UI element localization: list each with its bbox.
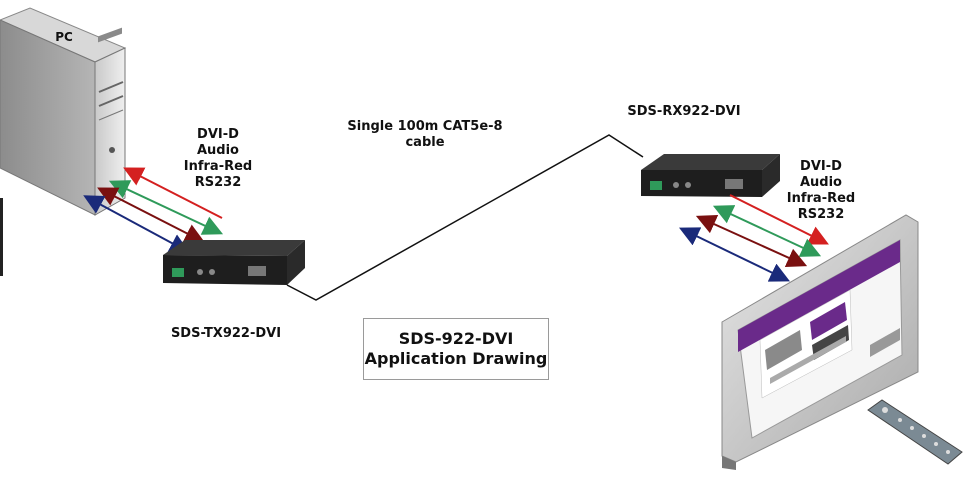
cable-label: Single 100m CAT5e-8 cable <box>340 119 510 151</box>
drawing-title-line2: Application Drawing <box>364 349 548 368</box>
pc-tower-icon <box>0 7 127 216</box>
cable-label-line1: Single 100m CAT5e-8 <box>347 119 503 134</box>
rx-signals-label: DVI-D Audio Infra-Red RS232 <box>779 159 863 223</box>
cat5e-cable <box>286 134 644 301</box>
drawing-title-line1: SDS-922-DVI <box>398 329 514 348</box>
rx-signal-ir: Infra-Red <box>786 191 856 206</box>
rx-signal-dvi: DVI-D <box>800 159 842 174</box>
rx-signal-rs232: RS232 <box>797 207 845 222</box>
tx-signal-rs232: RS232 <box>194 175 242 190</box>
tx-signals-label: DVI-D Audio Infra-Red RS232 <box>176 127 260 191</box>
tx-signal-ir: Infra-Red <box>183 159 253 174</box>
edge-marker <box>0 198 3 276</box>
rx-signal-audio: Audio <box>799 175 842 190</box>
rx-model-label: SDS-RX922-DVI <box>627 104 741 119</box>
drawing-title-box: SDS-922-DVI Application Drawing <box>363 318 549 380</box>
pc-label: PC <box>55 30 73 44</box>
tx-signal-audio: Audio <box>196 143 239 158</box>
cable-label-line2: cable <box>405 135 445 150</box>
rx-signal-arrows <box>678 194 829 282</box>
tx-device-icon <box>163 240 305 285</box>
tx-model-label: SDS-TX922-DVI <box>170 326 282 341</box>
tx-signal-dvi: DVI-D <box>197 127 239 142</box>
rx-device-icon <box>641 154 780 197</box>
remote-control-icon <box>867 399 963 465</box>
display-monitor-icon <box>721 214 919 470</box>
tx-signal-arrows <box>83 167 224 253</box>
